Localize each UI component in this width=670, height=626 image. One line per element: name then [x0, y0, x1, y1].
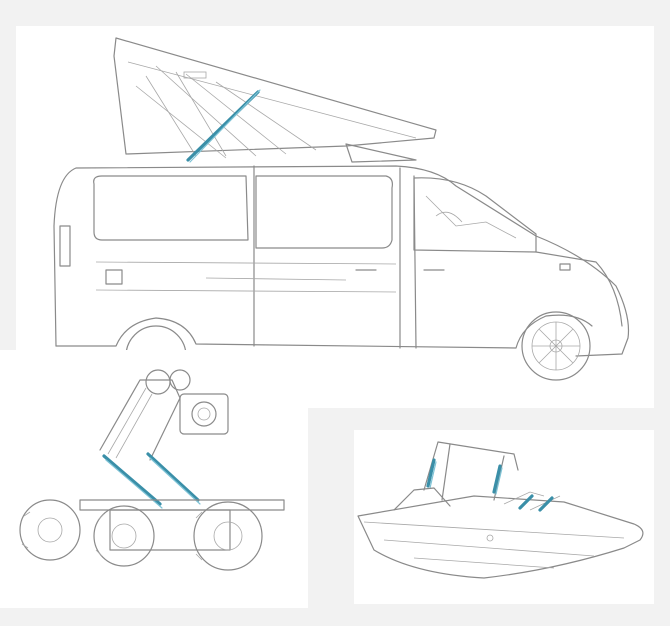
robot-icon — [19, 369, 285, 571]
robot-illustration-panel — [0, 350, 308, 608]
panel-gap — [0, 340, 16, 352]
van-illustration-panel — [16, 26, 654, 408]
boat-icon — [357, 441, 644, 579]
van-icon — [53, 37, 630, 387]
boat-illustration-panel — [354, 430, 654, 604]
